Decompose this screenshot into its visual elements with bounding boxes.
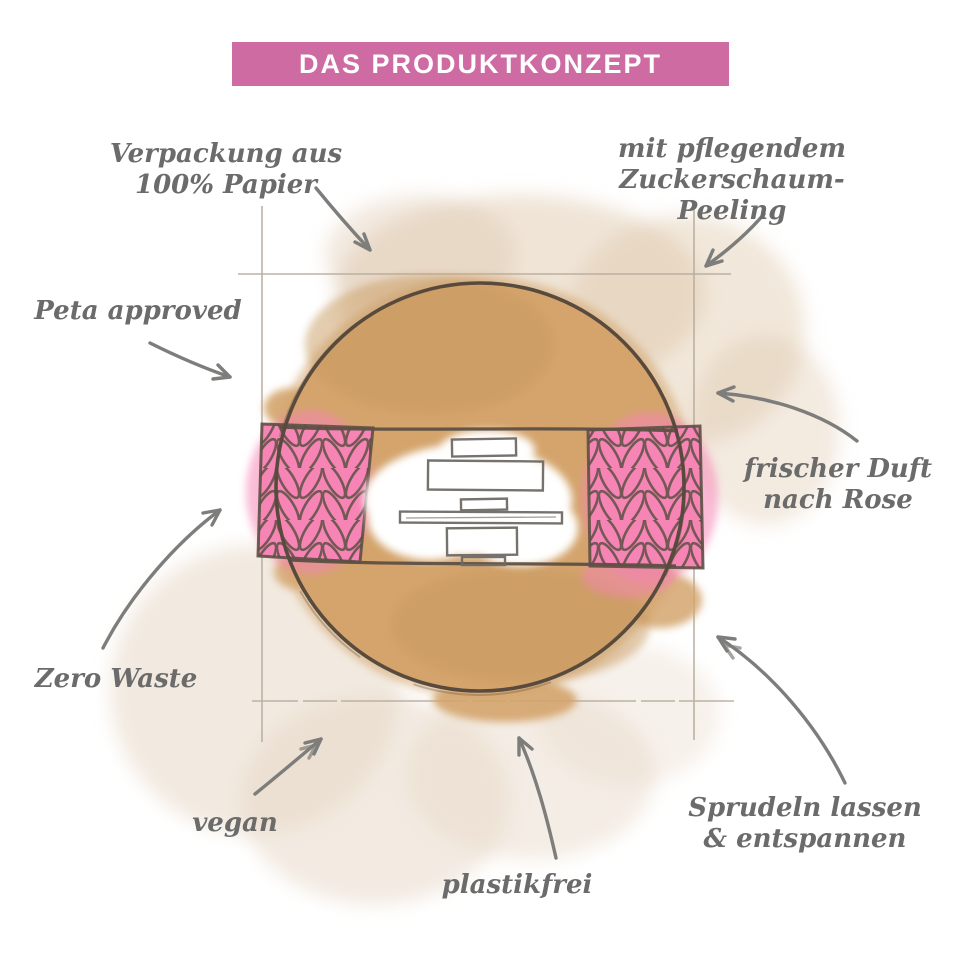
annotation-zero-waste: Zero Waste (34, 664, 198, 694)
plastic-free-arrow (517, 736, 558, 860)
label-text-bars (398, 437, 564, 567)
annotation-plastic-free: plastikfrei (441, 870, 593, 900)
bath-bomb-illustration (246, 275, 718, 722)
fizz-arrow (716, 635, 847, 785)
peeling-arrow (704, 212, 766, 268)
vegan-arrow (253, 737, 323, 796)
annotation-vegan: vegan (192, 808, 278, 838)
annotation-peta: Peta approved (34, 296, 242, 326)
sugar-scrub-band-right (586, 424, 705, 570)
annotation-packaging: Verpackung aus 100% Papier (109, 139, 343, 201)
band-edge-lines (279, 425, 679, 568)
annotation-peeling: mit pflegendem Zuckerschaum-Peeling (618, 134, 846, 227)
zero-waste-arrow (101, 508, 222, 650)
annotation-scent: frischer Duft nach Rose (743, 454, 933, 516)
page-title: DAS PRODUKTKONZEPT (232, 42, 729, 86)
peta-arrow (148, 341, 232, 381)
bath-bomb-outline (274, 281, 686, 693)
sugar-scrub-band-left (256, 422, 375, 564)
annotation-arrows (101, 186, 859, 860)
packaging-arrow (314, 186, 372, 252)
scent-arrow (716, 385, 859, 443)
annotation-fizz: Sprudeln lassen & entspannen (688, 793, 922, 855)
